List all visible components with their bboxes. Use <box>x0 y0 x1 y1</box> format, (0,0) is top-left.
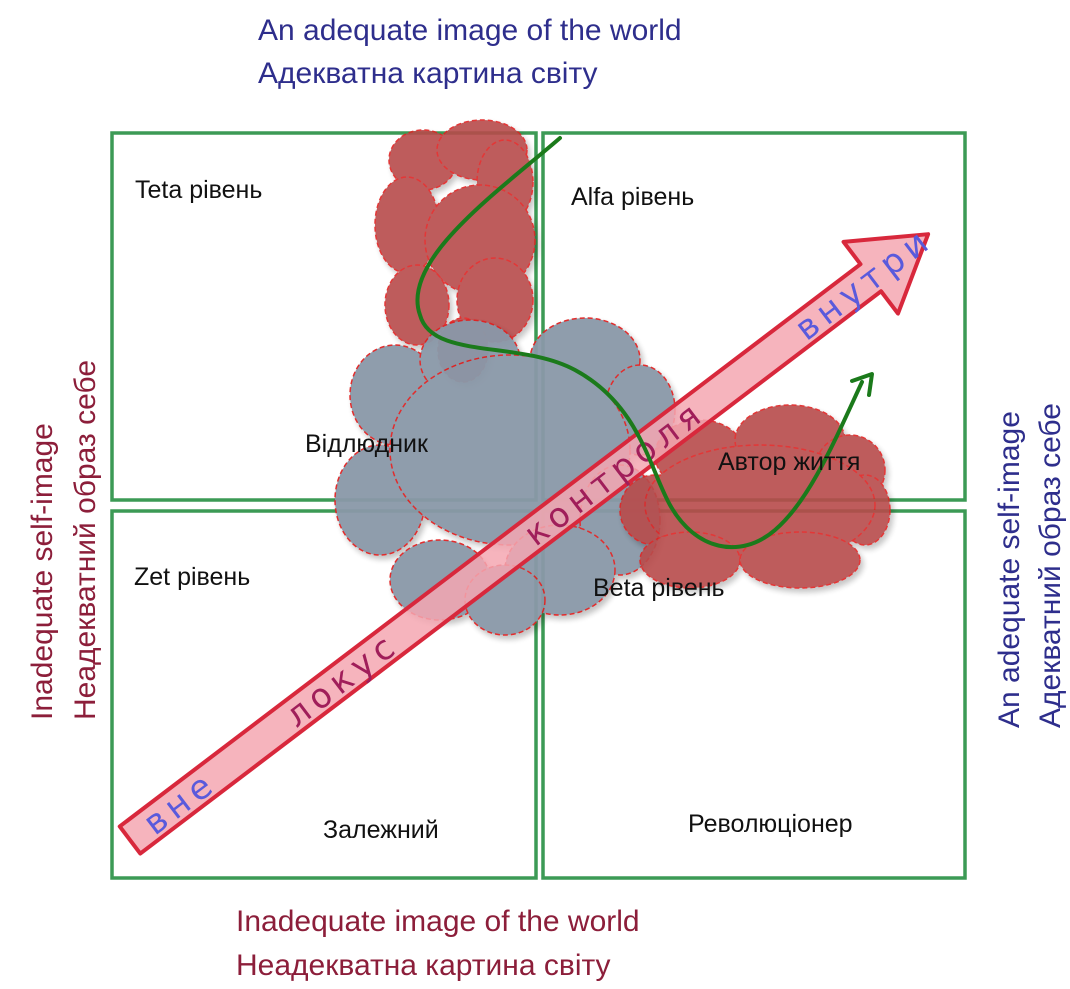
quadrant-top-right-level: Alfa рівень <box>571 183 694 211</box>
quadrant-top-left-role: Відлюдник <box>305 430 429 458</box>
right-axis-label-en: An adequate self-image <box>993 411 1026 728</box>
bottom-axis-label-en: Inadequate image of the world <box>236 905 640 938</box>
right-axis-label-uk: Адекватний образ себе <box>1034 403 1067 728</box>
arrow-label-locus: локус <box>278 624 407 736</box>
left-axis-label-uk: Неадекватний образ себе <box>69 360 102 720</box>
quadrant-bottom-left-role: Залежний <box>323 816 439 844</box>
quadrant-bottom-right-role: Революціонер <box>688 810 853 838</box>
quadrant-top-left-level: Teta рівень <box>135 176 262 204</box>
top-axis-label-en: An adequate image of the world <box>258 14 682 47</box>
quadrant-top-right-role: Автор життя <box>718 448 860 476</box>
quadrant-bottom-right-level: Beta рівень <box>593 574 725 602</box>
top-axis-label-uk: Адекватна картина світу <box>258 57 598 90</box>
quadrant-bottom-left-level: Zet рівень <box>134 563 250 591</box>
bottom-axis-label-uk: Неадекватна картина світу <box>236 949 611 982</box>
left-axis-label-en: Inadequate self-image <box>26 423 59 720</box>
